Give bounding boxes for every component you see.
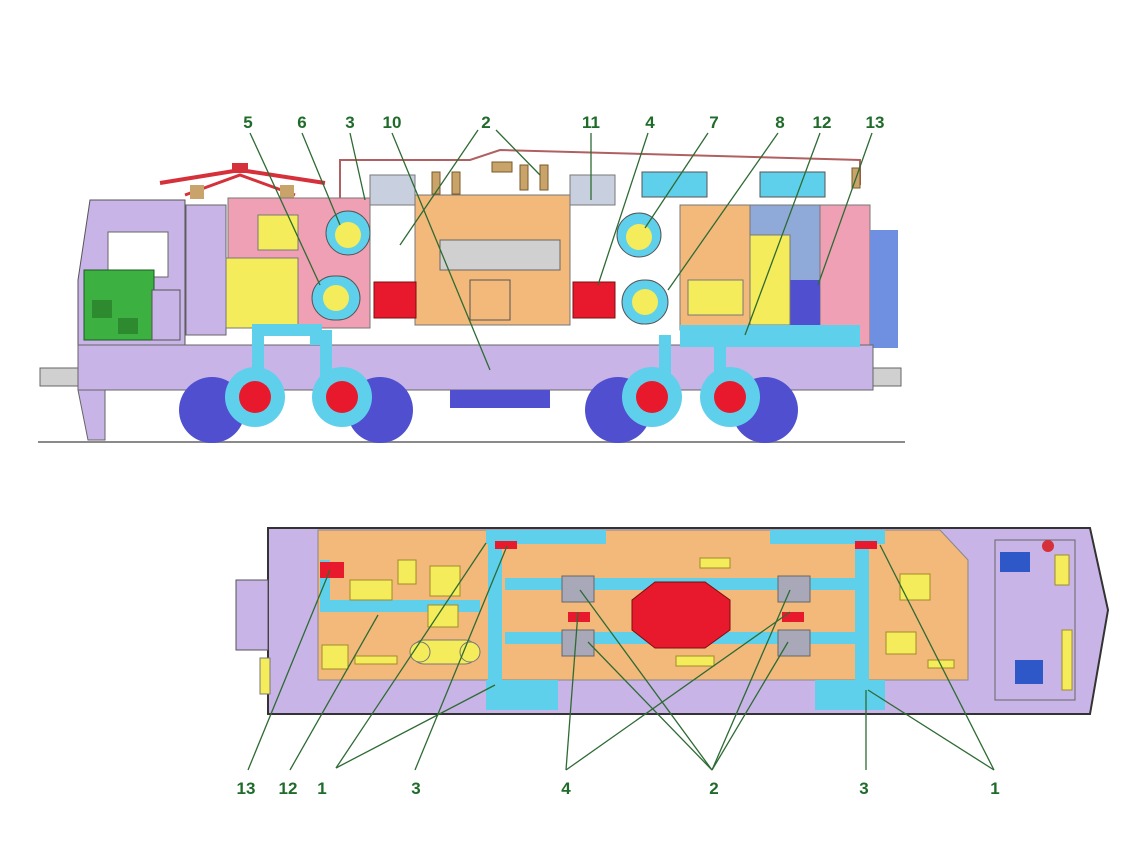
roof-intake xyxy=(569,174,616,206)
side-callout-10: 10 xyxy=(383,113,402,132)
air-duct xyxy=(252,324,322,385)
equipment-box xyxy=(225,257,299,329)
side-callout-3: 3 xyxy=(345,113,354,132)
plan-resistors xyxy=(320,541,877,622)
traction-motor-blower xyxy=(311,210,669,325)
brake-resistor xyxy=(373,281,417,319)
side-callout-6: 6 xyxy=(297,113,306,132)
equipment-box xyxy=(257,214,299,251)
plan-main-transformer xyxy=(631,581,731,649)
side-callout-7: 7 xyxy=(709,113,718,132)
side-callout-11: 11 xyxy=(582,113,600,132)
side-callout-12: 12 xyxy=(813,113,832,132)
plan-coupler xyxy=(235,579,269,651)
roof-intake xyxy=(369,174,416,206)
plan-callout-13: 13 xyxy=(237,779,256,798)
plan-callout-3b: 3 xyxy=(859,779,868,798)
plan-leader-lines xyxy=(247,542,995,771)
air-duct xyxy=(680,325,860,347)
plan-blower-units xyxy=(561,575,811,657)
equipment-box xyxy=(687,279,744,316)
plan-callout-12: 12 xyxy=(279,779,298,798)
side-callout-4: 4 xyxy=(645,113,655,132)
plan-callout-1: 1 xyxy=(317,779,326,798)
side-callout-2: 2 xyxy=(481,113,490,132)
roof-reservoir xyxy=(759,171,826,198)
roof-cable xyxy=(339,148,861,200)
brake-resistor xyxy=(572,281,616,319)
plan-callout-2: 2 xyxy=(709,779,718,798)
coupler-left xyxy=(39,367,79,387)
side-leader-lines xyxy=(249,129,873,371)
plan-callout-3: 3 xyxy=(411,779,420,798)
side-callout-5: 5 xyxy=(243,113,252,132)
plan-callout-1b: 1 xyxy=(990,779,999,798)
plan-callout-4: 4 xyxy=(561,779,571,798)
coupler-right xyxy=(872,367,902,387)
side-callout-8: 8 xyxy=(775,113,784,132)
bogie-wheels xyxy=(179,367,798,443)
fuel-tank xyxy=(450,390,550,408)
plan-view: 13 12 1 3 4 2 3 1 xyxy=(235,527,1110,798)
side-view: 5 6 3 10 2 11 4 7 8 12 13 xyxy=(38,113,905,443)
side-callout-13: 13 xyxy=(866,113,885,132)
plan-compressor xyxy=(409,639,481,665)
pantograph xyxy=(159,163,326,199)
compartment-right-pink xyxy=(819,204,871,346)
equipment-box xyxy=(749,234,791,326)
